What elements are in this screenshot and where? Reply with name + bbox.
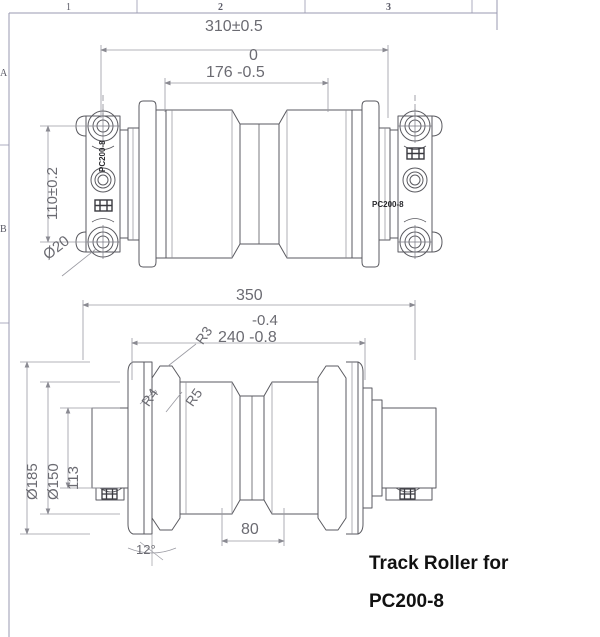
caption-line-2: PC200-8 bbox=[369, 591, 444, 612]
grid-column-1: 1 bbox=[66, 2, 71, 13]
grid-row-b: B bbox=[0, 224, 7, 235]
caption-line-1: Track Roller for bbox=[369, 553, 509, 574]
label-brand-left: PC200-8 bbox=[98, 140, 107, 172]
dim-bolt-centers: 110±0.2 bbox=[44, 167, 61, 220]
dim-center-groove-width: 80 bbox=[241, 521, 259, 538]
dim-overall-length: 310±0.5 bbox=[205, 18, 263, 35]
dim-tread-span-upper-tolerance: -0.4 bbox=[252, 312, 278, 329]
dim-flange-span: 176 -0.5 bbox=[206, 64, 265, 81]
grid-column-2: 2 bbox=[218, 2, 223, 13]
brand-logo-mark bbox=[94, 147, 425, 212]
dim-tread-diameter: Ø150 bbox=[45, 463, 62, 500]
dim-overall-width: 350 bbox=[236, 287, 263, 304]
grid-row-a: A bbox=[0, 68, 8, 79]
dim-tread-span: 240 -0.8 bbox=[218, 329, 277, 346]
dim-taper-angle: 12° bbox=[136, 542, 156, 557]
dim-hub-height: 113 bbox=[65, 466, 82, 490]
label-brand-right: PC200-8 bbox=[372, 200, 404, 209]
dim-flange-span-upper-tolerance: 0 bbox=[249, 47, 258, 64]
dim-flange-diameter: Ø185 bbox=[24, 463, 41, 500]
grid-column-3: 3 bbox=[386, 2, 391, 13]
